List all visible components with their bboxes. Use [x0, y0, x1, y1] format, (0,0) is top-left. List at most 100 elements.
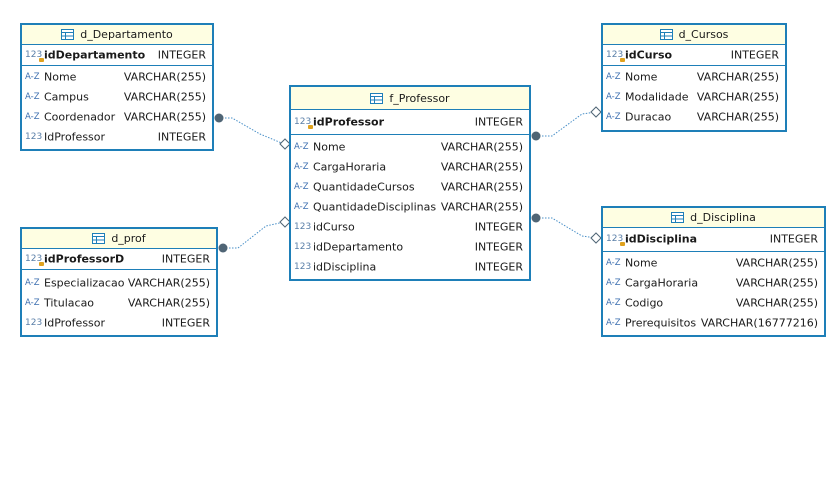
column-type: VARCHAR(255) — [123, 110, 206, 124]
text-type-icon: A-Z — [25, 278, 40, 288]
entity-header[interactable]: d_Disciplina — [603, 208, 824, 228]
type-icon-label: A-Z — [606, 278, 621, 288]
column-type: INTEGER — [157, 130, 206, 144]
column-type: VARCHAR(255) — [123, 70, 206, 84]
numeric-type-icon: 123 — [25, 254, 45, 266]
table-icon — [92, 233, 106, 244]
text-type-icon: A-Z — [294, 142, 309, 152]
column-name: Coordenador — [44, 110, 116, 124]
text-type-icon: A-Z — [25, 92, 40, 102]
column-name: idDisciplina — [313, 260, 377, 274]
column-name: QuantidadeCursos — [313, 180, 415, 194]
column-type: INTEGER — [161, 316, 210, 330]
column-type: INTEGER — [474, 115, 523, 129]
text-type-icon: A-Z — [25, 72, 40, 82]
relationship-departamento-professor[interactable] — [214, 113, 291, 150]
entity-header[interactable]: f_Professor — [291, 87, 529, 110]
column-row[interactable]: A-Z Nome VARCHAR(255) — [22, 67, 212, 87]
entity-header[interactable]: d_Cursos — [603, 25, 785, 45]
column-type: VARCHAR(255) — [696, 70, 779, 84]
key-icon — [620, 58, 626, 62]
numeric-type-icon: 123 — [606, 50, 626, 62]
relationship-professor-cursos[interactable] — [531, 106, 602, 141]
column-name: idProfessorD — [44, 252, 125, 266]
connector-diamond — [590, 232, 602, 244]
column-type: INTEGER — [474, 220, 523, 234]
column-type: VARCHAR(255) — [127, 276, 210, 290]
column-type: VARCHAR(255) — [440, 200, 523, 214]
entity-title: d_Cursos — [678, 28, 729, 41]
entity-title: d_Disciplina — [690, 211, 756, 224]
column-type: INTEGER — [157, 48, 206, 62]
column-type: INTEGER — [474, 260, 523, 274]
numeric-type-icon: 123 — [294, 117, 314, 129]
relationship-professor-disciplina[interactable] — [531, 213, 602, 244]
column-type: VARCHAR(16777216) — [700, 316, 818, 330]
column-name: idDepartamento — [44, 48, 146, 62]
type-icon-label: A-Z — [606, 92, 621, 102]
numeric-type-icon: 123 — [25, 318, 42, 328]
connector-line — [536, 217, 597, 239]
entity-header[interactable]: d_prof — [22, 229, 216, 249]
column-name: Nome — [44, 70, 77, 84]
text-type-icon: A-Z — [606, 318, 621, 328]
text-type-icon: A-Z — [25, 298, 40, 308]
text-type-icon: A-Z — [606, 298, 621, 308]
type-icon-label: A-Z — [25, 92, 40, 102]
column-name: idCurso — [313, 220, 355, 234]
column-type: VARCHAR(255) — [440, 160, 523, 174]
type-icon-label: A-Z — [25, 72, 40, 82]
entity-header[interactable]: d_Departamento — [22, 25, 212, 45]
column-type: VARCHAR(255) — [440, 140, 523, 154]
key-icon — [620, 242, 626, 246]
relationship-prof-professor[interactable] — [218, 216, 291, 253]
connector-dot — [214, 113, 224, 123]
entity-title: d_prof — [111, 232, 146, 245]
column-name: Duracao — [625, 110, 672, 124]
type-icon-label: A-Z — [294, 142, 309, 152]
type-icon-label: 123 — [294, 222, 312, 232]
key-icon — [39, 262, 45, 266]
column-type: INTEGER — [161, 252, 210, 266]
column-type: INTEGER — [769, 232, 818, 246]
connector-line — [219, 117, 285, 145]
type-icon-label: 123 — [25, 318, 43, 328]
text-type-icon: A-Z — [294, 202, 309, 212]
numeric-type-icon: 123 — [294, 222, 311, 232]
column-name: CargaHoraria — [625, 276, 699, 290]
